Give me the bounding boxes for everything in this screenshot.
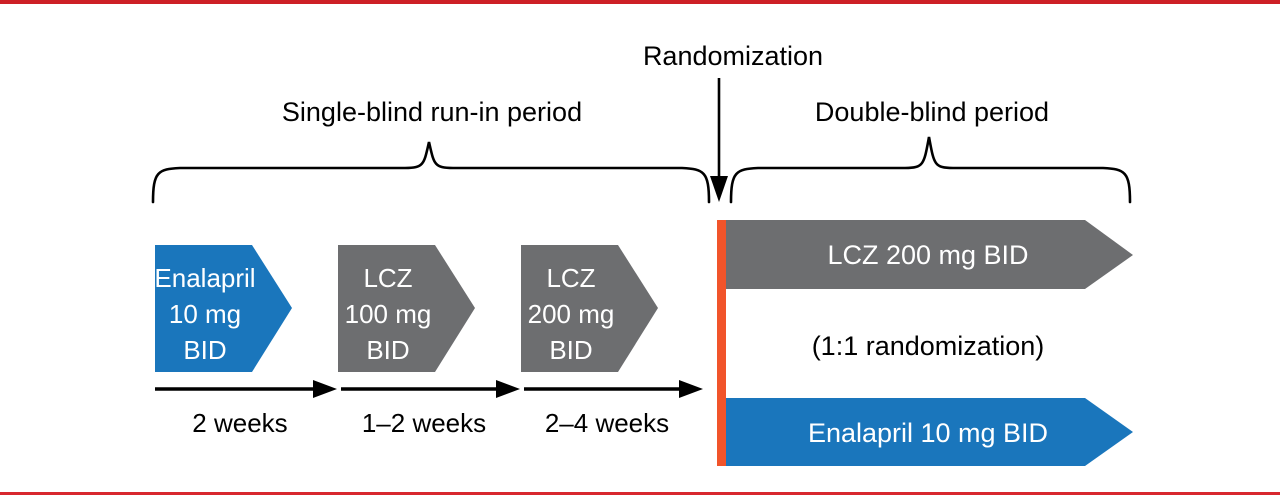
runin-step-lcz200-shape	[521, 245, 658, 372]
runin-step-lcz200-line3: BID	[549, 335, 592, 365]
randomization-arrow-icon	[710, 78, 728, 202]
timeline-arrowhead-3	[679, 380, 703, 398]
runin-step-enalapril-line3: BID	[183, 335, 226, 365]
doubleblind-arm-lcz200: LCZ 200 mg BID	[726, 220, 1133, 289]
duration-label-2: 1–2 weeks	[362, 408, 486, 438]
runin-step-lcz100-shape	[338, 245, 475, 372]
double-blind-brace	[729, 136, 1132, 204]
double-blind-period-label: Double-blind period	[815, 97, 1049, 127]
timeline-segment-2: 1–2 weeks	[341, 380, 520, 438]
runin-step-lcz200-line1: LCZ	[546, 263, 595, 293]
timeline-arrowhead-1	[313, 380, 337, 398]
runin-step-lcz100-line3: BID	[366, 335, 409, 365]
runin-step-enalapril: Enalapril 10 mg BID	[154, 245, 292, 372]
duration-label-1: 2 weeks	[192, 408, 287, 438]
randomization-ratio-label: (1:1 randomization)	[812, 331, 1045, 361]
timeline-segment-3: 2–4 weeks	[524, 380, 703, 438]
timeline-arrowhead-2	[496, 380, 520, 398]
runin-step-lcz200: LCZ 200 mg BID	[521, 245, 658, 372]
runin-step-lcz100-line2: 100 mg	[345, 299, 432, 329]
doubleblind-arm-enalapril-label: Enalapril 10 mg BID	[808, 418, 1048, 448]
runin-step-lcz200-line2: 200 mg	[528, 299, 615, 329]
randomization-divider-bar	[717, 220, 726, 466]
bottom-rule	[0, 492, 1280, 495]
timeline-segment-1: 2 weeks	[155, 380, 337, 438]
runin-step-lcz100: LCZ 100 mg BID	[338, 245, 475, 372]
runin-step-lcz100-line1: LCZ	[363, 263, 412, 293]
single-blind-brace	[151, 141, 711, 204]
doubleblind-arm-enalapril: Enalapril 10 mg BID	[726, 398, 1133, 466]
runin-step-enalapril-line1: Enalapril	[154, 263, 255, 293]
duration-label-3: 2–4 weeks	[545, 408, 669, 438]
doubleblind-arm-lcz200-shape	[726, 220, 1133, 289]
doubleblind-arm-lcz200-label: LCZ 200 mg BID	[827, 240, 1028, 270]
runin-step-enalapril-line2: 10 mg	[169, 299, 241, 329]
runin-step-enalapril-shape	[155, 245, 292, 372]
top-rule	[0, 0, 1280, 4]
single-blind-period-label: Single-blind run-in period	[282, 97, 582, 127]
randomization-label: Randomization	[643, 41, 823, 71]
doubleblind-arm-enalapril-shape	[726, 398, 1133, 466]
